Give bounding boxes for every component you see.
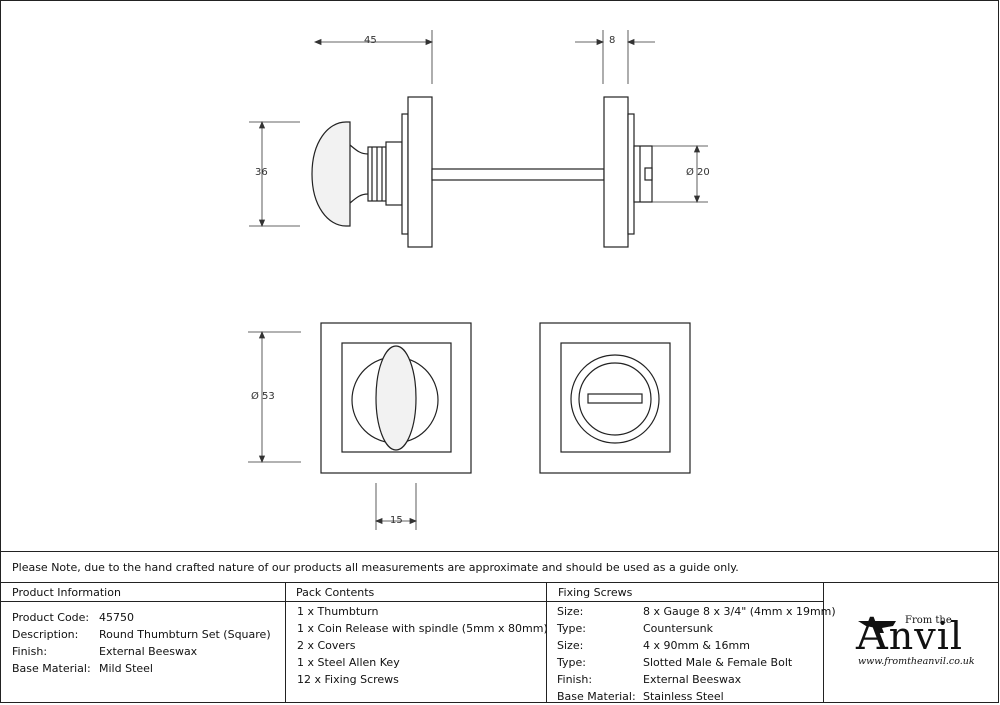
product-code-label: Product Code:	[12, 611, 90, 624]
dimension-label-45: 45	[364, 35, 377, 46]
thumbturn-knob	[311, 121, 351, 227]
spindle	[431, 168, 605, 181]
thumbturn-boss	[385, 141, 403, 206]
logo-from-the: From the	[905, 615, 952, 626]
measurement-note: Please Note, due to the hand crafted nat…	[12, 561, 739, 574]
coin-release-side-view	[603, 96, 653, 248]
finish-label: Finish:	[12, 645, 48, 658]
pack-contents-heading: Pack Contents	[296, 586, 375, 599]
description-value: Round Thumbturn Set (Square)	[99, 628, 271, 641]
thumbturn-cover	[407, 96, 433, 248]
bolt-type-value: Slotted Male & Female Bolt	[643, 656, 793, 669]
thumbturn-front-view	[320, 322, 472, 474]
release-rose	[627, 113, 635, 235]
logo-brand: Anvil	[856, 613, 964, 659]
thumbturn-front-turn	[375, 345, 417, 451]
fixing-screws-heading: Fixing Screws	[558, 586, 633, 599]
base-material-value: Mild Steel	[99, 662, 153, 675]
product-code-value: 45750	[99, 611, 134, 624]
dimension-lines	[248, 30, 708, 530]
screw-base-material-label: Base Material:	[557, 690, 636, 703]
release-front-ring-inner	[578, 362, 652, 436]
base-material-label: Base Material:	[12, 662, 91, 675]
screw-finish-label: Finish:	[557, 673, 593, 686]
release-front-slot	[587, 393, 643, 404]
finish-value: External Beeswax	[99, 645, 198, 658]
dimension-label-8: 8	[609, 35, 616, 46]
release-cover	[603, 96, 629, 248]
logo-brand-rest: nvil	[888, 614, 964, 658]
thumbturn-front-inner	[341, 342, 452, 453]
bolt-size-value: 4 x 90mm & 16mm	[643, 639, 750, 652]
fixing-screws-values: 8 x Gauge 8 x 3/4" (4mm x 19mm) Counters…	[643, 603, 836, 705]
thumbturn-side-view	[311, 96, 433, 248]
thumbturn-rose	[401, 113, 409, 235]
screw-size-value: 8 x Gauge 8 x 3/4" (4mm x 19mm)	[643, 605, 836, 618]
bolt-size-label: Size:	[557, 639, 584, 652]
logo-url: www.fromtheanvil.co.uk	[858, 656, 975, 667]
release-front-ring-outer	[570, 354, 660, 444]
pack-item: 1 x Coin Release with spindle (5mm x 80m…	[297, 622, 548, 635]
pack-item: 1 x Thumbturn	[297, 605, 379, 618]
dimension-label-diameter-53: Ø 53	[251, 391, 275, 402]
pack-item: 2 x Covers	[297, 639, 356, 652]
bolt-type-label: Type:	[557, 656, 586, 669]
product-information-values: 45750 Round Thumbturn Set (Square) Exter…	[99, 609, 271, 677]
pack-item: 12 x Fixing Screws	[297, 673, 399, 686]
logo-brand-initial: A	[856, 609, 889, 660]
thumbturn-front-outer	[320, 322, 472, 474]
dimension-label-diameter-20: Ø 20	[686, 167, 710, 178]
screw-type-label: Type:	[557, 622, 586, 635]
screw-size-label: Size:	[557, 605, 584, 618]
dimension-label-36: 36	[255, 167, 268, 178]
release-front-inner	[560, 342, 671, 453]
product-information-heading: Product Information	[12, 586, 121, 599]
screw-type-value: Countersunk	[643, 622, 714, 635]
screw-base-material-value: Stainless Steel	[643, 690, 724, 703]
description-label: Description:	[12, 628, 79, 641]
pack-contents-list: 1 x Thumbturn 1 x Coin Release with spin…	[297, 603, 548, 688]
anvil-logo-mark	[858, 621, 896, 633]
pack-item: 1 x Steel Allen Key	[297, 656, 400, 669]
product-information-labels: Product Code: Description: Finish: Base …	[12, 609, 91, 677]
fixing-screws-labels: Size: Type: Size: Type: Finish: Base Mat…	[557, 603, 636, 705]
thumbturn-neck	[349, 144, 369, 204]
dimension-label-15: 15	[390, 515, 403, 526]
screw-finish-value: External Beeswax	[643, 673, 742, 686]
release-front-outer	[539, 322, 691, 474]
coin-release-front-view	[539, 322, 691, 474]
